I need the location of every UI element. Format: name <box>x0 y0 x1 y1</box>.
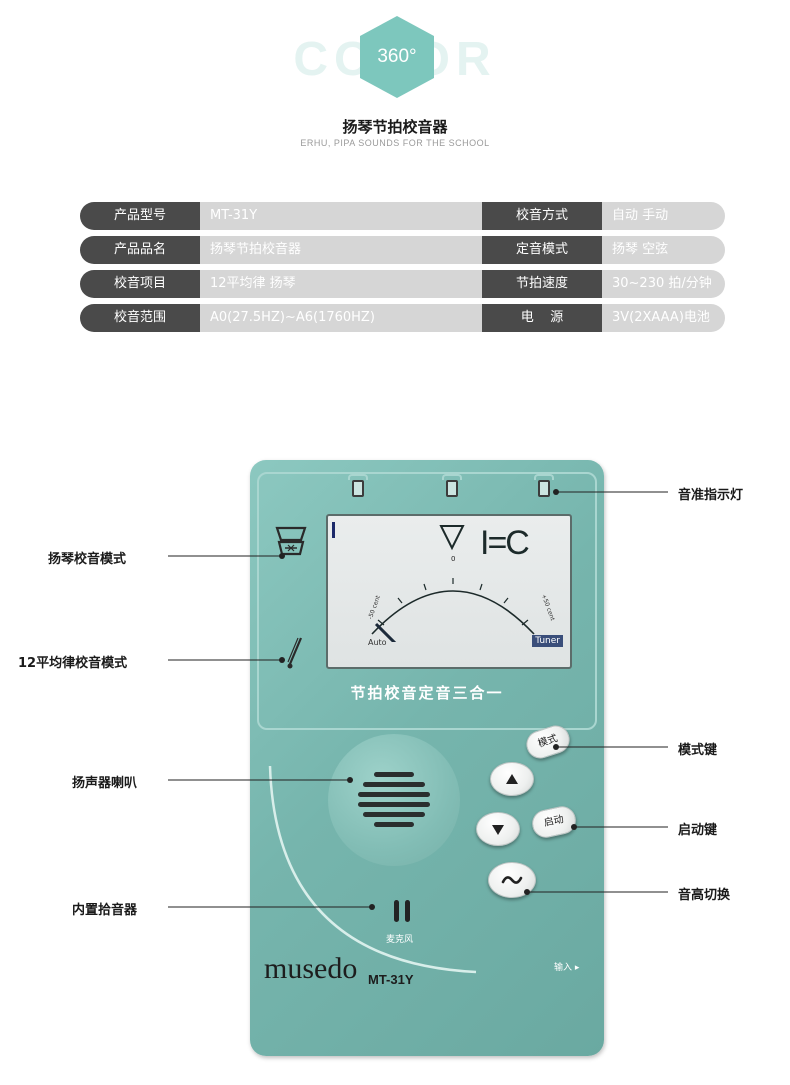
decorative-curve <box>268 765 477 974</box>
tuning-meter-arc <box>371 578 535 642</box>
led-housing <box>442 474 462 480</box>
down-button[interactable] <box>476 812 520 846</box>
spec-value: MT-31Y <box>200 202 482 230</box>
spec-label: 定音模式 <box>482 236 602 264</box>
page-subtitle: ERHU, PIPA SOUNDS FOR THE SCHOOL <box>300 138 490 148</box>
callout-microphone: 内置拾音器 <box>72 903 138 918</box>
pitch-indicator-led <box>352 480 364 497</box>
spec-value: 自动 手动 <box>602 202 725 230</box>
model-number: MT-31Y <box>368 972 414 987</box>
callout-indicator-led: 音准指示灯 <box>678 488 744 503</box>
triangle-up-icon <box>506 774 518 784</box>
callout-speaker: 扬声器喇叭 <box>72 776 138 791</box>
pitch-indicator-led <box>538 480 550 497</box>
triangle-down-icon <box>492 825 504 835</box>
microphone-label: 麦克风 <box>386 935 414 945</box>
center-triangle-icon <box>439 525 465 551</box>
spec-value: A0(27.5HZ)~A6(1760HZ) <box>200 304 482 332</box>
input-jack-label[interactable]: 输入 ▸ <box>554 963 580 973</box>
pitch-indicator-led <box>446 480 458 497</box>
spec-row: 校音项目 12平均律 扬琴 节拍速度 30~230 拍/分钟 <box>80 270 725 298</box>
callout-temperament-mode: 12平均律校音模式 <box>18 656 128 671</box>
display-frame <box>257 472 597 730</box>
spec-value: 12平均律 扬琴 <box>200 270 482 298</box>
spec-label: 产品型号 <box>80 202 200 230</box>
spec-row: 产品品名 扬琴节拍校音器 定音模式 扬琴 空弦 <box>80 236 725 264</box>
callout-yangqin-mode: 扬琴校音模式 <box>48 552 127 567</box>
start-button[interactable]: 启动 <box>529 803 579 841</box>
spec-row: 校音范围 A0(27.5HZ)~A6(1760HZ) 电 源 3V(2XAAA)… <box>80 304 725 332</box>
tuner-device: 0 I=C -50 cent +50 cent Auto Tuner 节拍校音定… <box>250 460 604 1056</box>
spec-label: 校音方式 <box>482 202 602 230</box>
tilde-icon <box>501 876 523 884</box>
brand-logo: COLOR 360° <box>0 10 790 100</box>
lcd-zero-mark: 0 <box>451 555 456 563</box>
lcd-note-readout: I=C <box>480 524 530 562</box>
pitch-switch-button[interactable] <box>488 862 536 898</box>
up-button[interactable] <box>490 762 534 796</box>
page-title: 扬琴节拍校音器 <box>342 118 448 136</box>
spec-value: 30~230 拍/分钟 <box>602 270 725 298</box>
spec-value: 扬琴节拍校音器 <box>200 236 482 264</box>
device-slogan: 节拍校音定音三合一 <box>350 684 504 702</box>
temperament-icon <box>287 637 303 669</box>
brand-logo-text: musedo <box>264 952 358 985</box>
lcd-edge-marker <box>332 522 335 538</box>
lcd-auto-label: Auto <box>368 638 387 647</box>
spec-row: 产品型号 MT-31Y 校音方式 自动 手动 <box>80 202 725 230</box>
lcd-tuner-badge: Tuner <box>532 635 563 647</box>
spec-label: 校音范围 <box>80 304 200 332</box>
led-housing <box>534 474 554 480</box>
callout-mode-key: 模式键 <box>678 743 718 758</box>
spec-label: 校音项目 <box>80 270 200 298</box>
led-housing <box>348 474 368 480</box>
callout-start-key: 启动键 <box>678 823 718 838</box>
spec-label: 节拍速度 <box>482 270 602 298</box>
yangqin-icon <box>275 526 307 556</box>
speaker-icon <box>358 772 430 827</box>
hexagon-icon <box>360 16 434 98</box>
speaker-grille <box>328 734 460 866</box>
spec-value: 3V(2XAAA)电池 <box>602 304 725 332</box>
spec-label: 电 源 <box>482 304 602 332</box>
spec-label: 产品品名 <box>80 236 200 264</box>
spec-value: 扬琴 空弦 <box>602 236 725 264</box>
callout-pitch-switch: 音高切换 <box>678 888 731 903</box>
lcd-screen: 0 I=C -50 cent +50 cent Auto Tuner <box>326 514 572 669</box>
microphone-icon <box>394 900 410 922</box>
logo-badge: 360° <box>377 46 417 67</box>
